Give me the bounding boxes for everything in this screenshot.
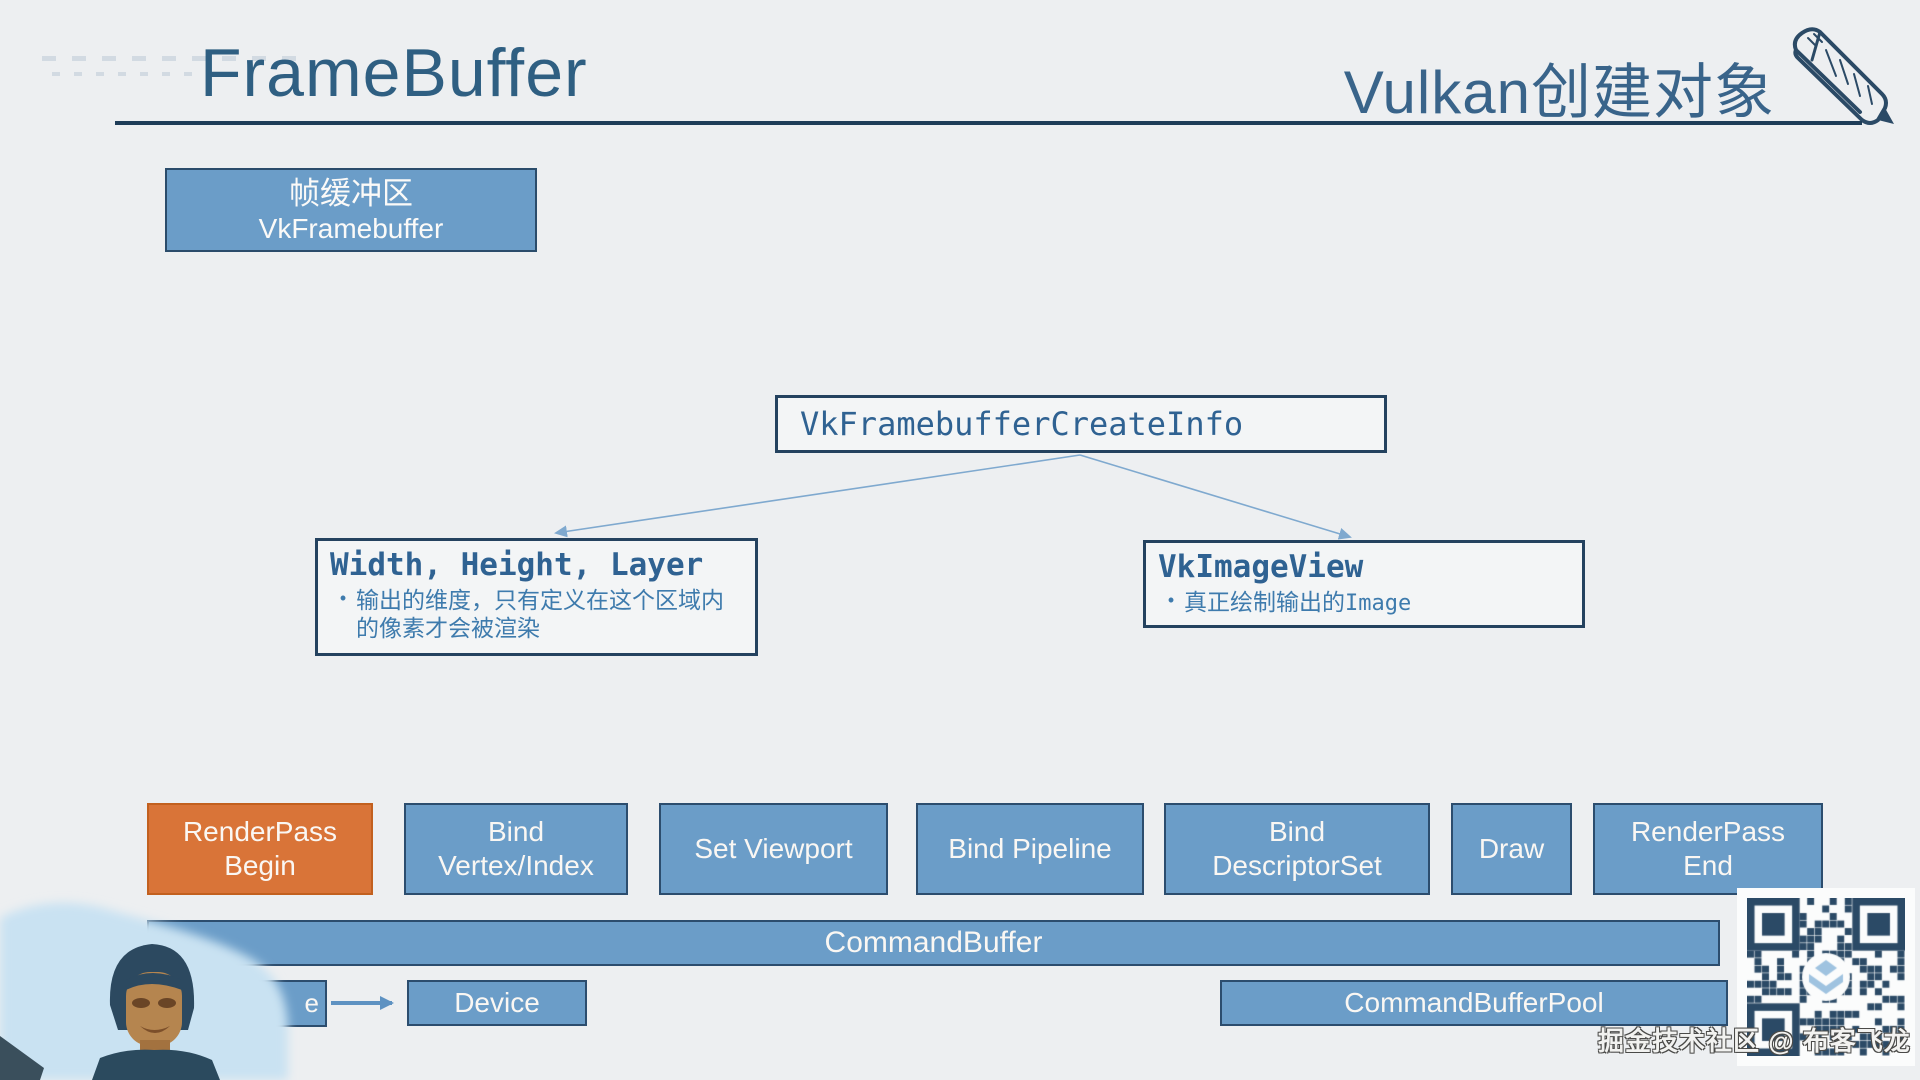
header-divider	[115, 121, 1862, 125]
partially-hidden-box: e	[244, 980, 327, 1027]
step-draw: Draw	[1451, 803, 1572, 895]
framebuffer-box-en-label: VkFramebuffer	[258, 212, 444, 244]
imageview-title: VkImageView	[1158, 549, 1364, 585]
qr-code	[1737, 888, 1915, 1066]
commandbufferpool-bar: CommandBufferPool	[1220, 980, 1728, 1026]
framebuffer-box: 帧缓冲区 VkFramebuffer	[165, 168, 537, 252]
commandbuffer-bar: CommandBuffer	[147, 920, 1720, 966]
imageview-box: VkImageView • 真正绘制输出的Image	[1143, 540, 1585, 628]
pencil-icon	[1792, 27, 1894, 125]
device-box: Device	[407, 980, 587, 1026]
dimension-box: Width, Height, Layer • 输出的维度，只有定义在这个区域内的…	[315, 538, 758, 656]
page-title: FrameBuffer	[200, 35, 588, 111]
framebuffer-box-cn-label: 帧缓冲区	[289, 175, 413, 211]
bullet-marker: •	[1167, 590, 1175, 610]
watermark: 掘金技术社区 @ 布客飞龙	[1598, 1026, 1911, 1056]
dimension-note: 输出的维度，只有定义在这个区域内的像素才会被渲染	[356, 587, 724, 642]
step-set-viewport: Set Viewport	[659, 803, 888, 895]
step-bind-pipeline: Bind Pipeline	[916, 803, 1144, 895]
createinfo-box: VkFramebufferCreateInfo	[775, 395, 1387, 453]
dimension-title: Width, Height, Layer	[330, 547, 704, 583]
bullet-marker: •	[339, 588, 347, 608]
deck-title: Vulkan创建对象	[1343, 59, 1775, 126]
ghost-artifact	[42, 52, 312, 86]
imageview-note: 真正绘制输出的Image	[1184, 589, 1412, 616]
createinfo-label: VkFramebufferCreateInfo	[800, 405, 1244, 443]
